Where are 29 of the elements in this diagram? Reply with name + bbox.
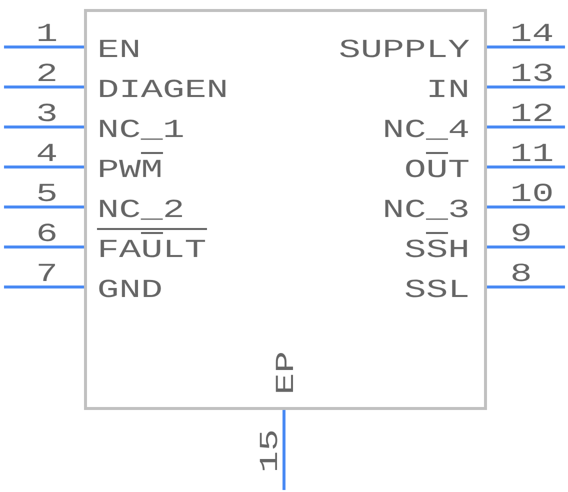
pin-label: GND	[99, 280, 161, 298]
pin-number: 3	[38, 104, 56, 122]
pin-number: 8	[512, 264, 530, 282]
pin-number: 12	[512, 104, 552, 121]
pin-label: SSH	[406, 240, 467, 258]
pin-number: 14	[512, 24, 552, 41]
pin-number: 4	[38, 144, 56, 161]
pin-number: 11	[512, 144, 552, 161]
pin-label: NC_3	[385, 200, 468, 220]
pin-number: 9	[512, 224, 530, 242]
pin-label: NC_4	[385, 120, 468, 140]
pin-number: 1	[38, 24, 56, 41]
pin-label: EN	[100, 40, 138, 57]
pin-label: PWM	[100, 160, 160, 177]
pin-label: IN	[430, 80, 467, 97]
pin-label: EP	[276, 353, 293, 392]
pin-label: FAULT	[100, 240, 206, 258]
pin-label: NC_2	[100, 200, 182, 220]
pin-label: SUPPLY	[340, 40, 470, 58]
pin-label: SSL	[406, 280, 468, 298]
pin-number: 5	[38, 184, 56, 202]
pin-number: 13	[512, 64, 552, 82]
pin-number: 2	[38, 64, 56, 81]
pin-label: NC_1	[100, 120, 183, 140]
pin-label: OUT	[406, 160, 468, 178]
pin-number: 10	[512, 184, 552, 202]
pin-number: 6	[38, 224, 56, 242]
pin-label: DIAGEN	[100, 80, 226, 98]
pin-number: 7	[38, 264, 55, 281]
